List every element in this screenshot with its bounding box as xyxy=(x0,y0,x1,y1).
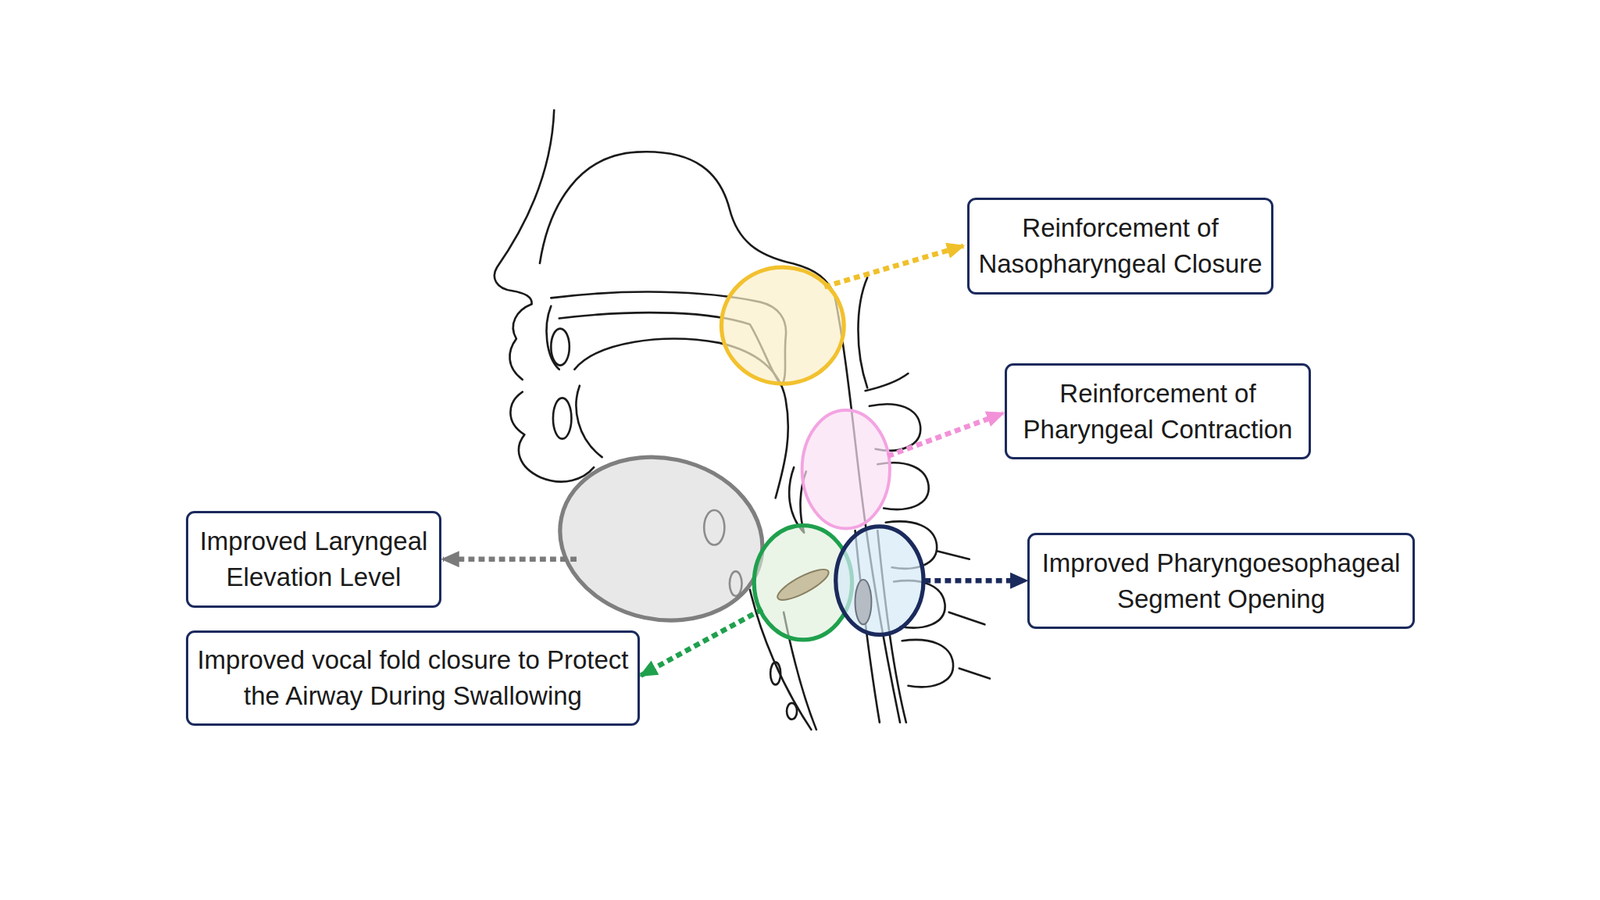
callout-box: Reinforcement of Nasopharyngeal Closure xyxy=(967,197,1274,295)
pharynx-highlight xyxy=(802,410,890,529)
leader-arrow xyxy=(887,413,1004,457)
callout-box: Improved Pharyngoesophageal Segment Open… xyxy=(1027,532,1415,629)
pes-segment xyxy=(855,579,872,625)
leader-arrow xyxy=(640,609,762,676)
vocal-fold xyxy=(774,564,833,606)
box-text: Reinforcement of Pharyngeal Contraction xyxy=(1014,375,1301,447)
box-text: Improved vocal fold closure to Protect t… xyxy=(196,642,630,714)
pes-highlight xyxy=(835,526,924,635)
face-profile xyxy=(494,110,554,304)
upper-lip xyxy=(509,303,532,380)
leader-arrow xyxy=(924,578,1027,584)
tracheal-ring xyxy=(770,662,781,686)
larynx-elevation-highlight xyxy=(544,439,778,640)
callout-box: Improved Laryngeal Elevation Level xyxy=(185,510,442,608)
spinous-process xyxy=(959,668,990,679)
upper-tooth xyxy=(550,328,570,366)
tracheal-ring xyxy=(786,703,797,720)
lower-tooth xyxy=(553,397,572,439)
vertebra xyxy=(865,373,909,391)
spine-front xyxy=(857,277,868,388)
callout-box: Reinforcement of Pharyngeal Contraction xyxy=(1004,363,1311,460)
leader-arrow xyxy=(442,556,577,562)
spinous-process xyxy=(949,612,986,625)
mouth-floor xyxy=(576,385,603,458)
box-text: Improved Laryngeal Elevation Level xyxy=(196,523,432,595)
spinous-process xyxy=(936,550,970,559)
lower-lip-chin xyxy=(510,392,594,483)
box-text: Reinforcement of Nasopharyngeal Closure xyxy=(977,210,1264,282)
leader-arrow xyxy=(824,246,964,287)
vertebra xyxy=(902,639,954,687)
box-text: Improved Pharyngoesophageal Segment Open… xyxy=(1037,545,1405,617)
callout-box: Improved vocal fold closure to Protect t… xyxy=(185,630,640,726)
